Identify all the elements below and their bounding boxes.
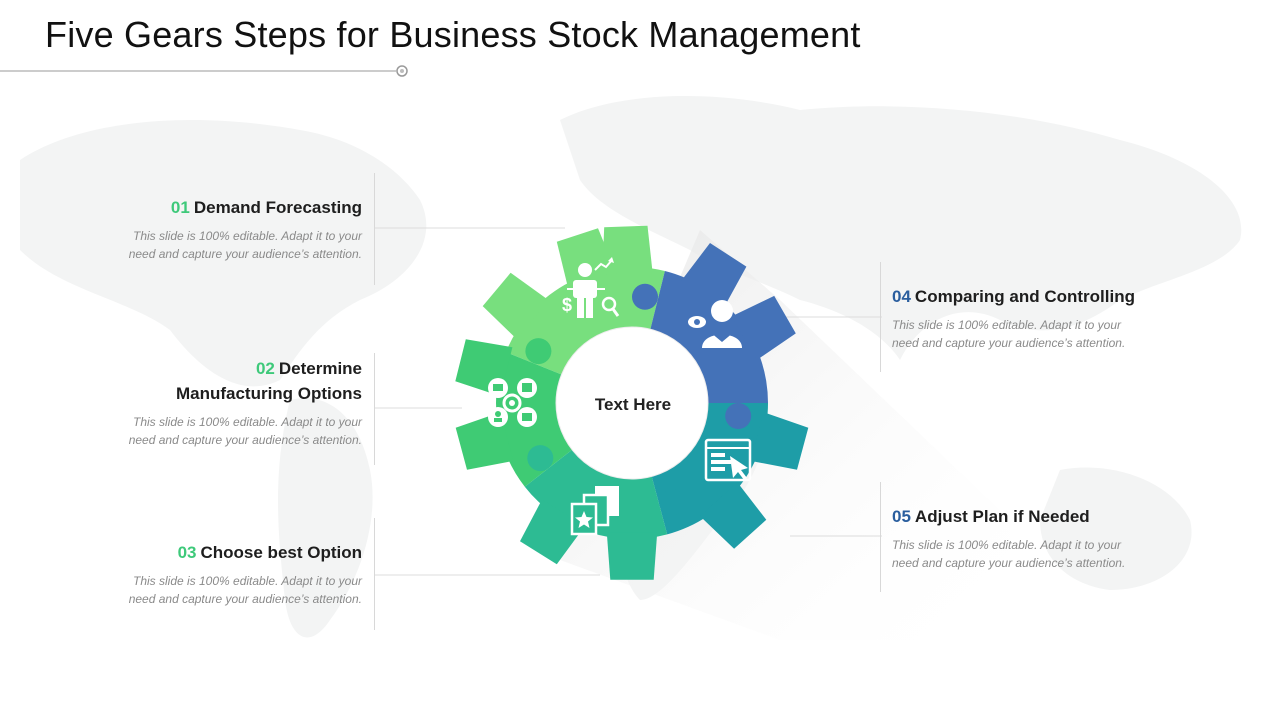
step-02-number: 02: [255, 359, 275, 378]
step-04-number: 04: [892, 287, 911, 306]
puzzle-knob: [527, 445, 554, 472]
puzzle-knob: [725, 403, 752, 429]
step-01-bar: [374, 173, 375, 285]
step-01-title: Demand Forecasting: [193, 198, 362, 217]
manufacturing-gear-icon: [488, 378, 537, 427]
step-04-description: This slide is 100% editable. Adapt it to…: [892, 318, 1126, 350]
person-eye-icon: [688, 300, 742, 348]
puzzle-knob: [659, 489, 686, 516]
title-underline: [0, 65, 408, 77]
step-01-description: This slide is 100% editable. Adapt it to…: [128, 229, 362, 261]
step-03-bar: [374, 518, 375, 630]
step-05-number: 05: [892, 507, 911, 526]
forecast-person-icon: $: [562, 257, 620, 318]
gear-tooth: [520, 499, 585, 565]
step-03-description: This slide is 100% editable. Adapt it to…: [128, 574, 362, 606]
step-05-title: Adjust Plan if Needed: [914, 507, 1090, 526]
step-02-title: Determine Manufacturing Options: [175, 359, 362, 403]
documents-star-icon: [570, 486, 619, 536]
step-05-bar: [880, 482, 881, 592]
svg-text:$: $: [562, 295, 572, 315]
gear-tooth: [602, 225, 653, 275]
step-01-number: 01: [170, 198, 190, 217]
gear-tooth: [700, 482, 767, 549]
page-title: Five Gears Steps for Business Stock Mana…: [45, 14, 861, 55]
puzzle-knob: [525, 338, 552, 365]
step-03-title: Choose best Option: [200, 543, 363, 562]
center-label: Text Here: [595, 395, 671, 414]
step-02-bar: [374, 353, 375, 465]
browser-click-icon: [704, 438, 752, 482]
step-02-description: This slide is 100% editable. Adapt it to…: [128, 415, 362, 447]
step-04-bar: [880, 262, 881, 372]
gear-center-circle: [556, 327, 708, 479]
gear-tooth: [556, 228, 616, 288]
puzzle-knob: [632, 283, 658, 310]
step-03-number: 03: [177, 543, 197, 562]
step-05-description: This slide is 100% editable. Adapt it to…: [892, 538, 1126, 570]
gear-tooth: [731, 295, 796, 360]
gear-tooth: [482, 272, 549, 339]
gear-segment-04: [650, 271, 768, 403]
step-04-title: Comparing and Controlling: [914, 287, 1135, 306]
gear-tooth: [681, 243, 747, 308]
gear-tooth: [606, 532, 658, 580]
gear-tooth: [750, 412, 809, 470]
